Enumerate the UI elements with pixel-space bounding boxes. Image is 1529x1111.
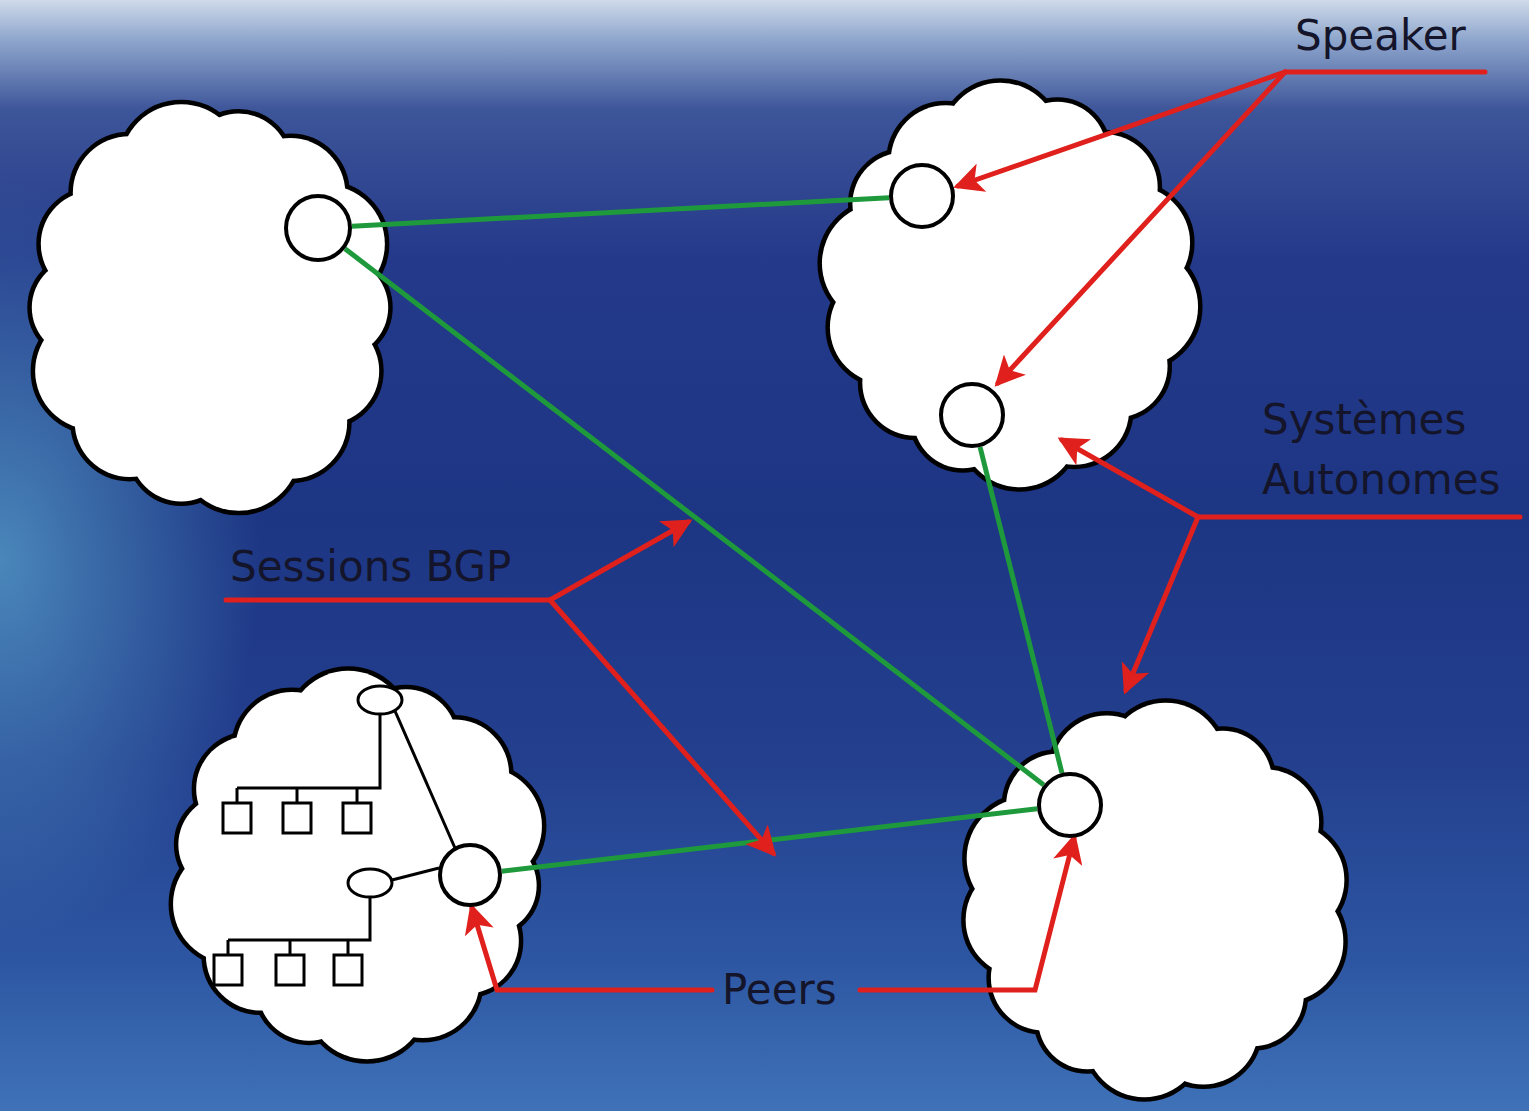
callout-arrow — [1126, 517, 1198, 690]
cloud-bump — [366, 925, 479, 1038]
lan-wire — [228, 897, 370, 955]
autonomous-system-cloud — [815, 75, 1205, 495]
callout-arrow — [958, 72, 1285, 186]
cloud-bump — [268, 185, 385, 302]
callout-arrow — [860, 838, 1074, 990]
callout-label: Systèmes Autonomes — [1262, 390, 1524, 510]
callout-line — [1198, 515, 1520, 520]
bgp-session-line — [352, 198, 889, 226]
host-symbol — [334, 955, 362, 985]
host-symbol — [276, 955, 304, 985]
bgp-session-line — [345, 249, 1044, 785]
cloud-bump — [1086, 980, 1203, 1097]
callout-label: Speaker — [1295, 6, 1466, 66]
lan-wire — [395, 711, 455, 848]
callout-label: Peers — [722, 960, 837, 1020]
cloud-bump — [268, 185, 385, 302]
bgp-speaker-circle — [889, 163, 955, 229]
autonomous-system-cloud — [15, 95, 405, 520]
autonomous-system-cloud — [955, 695, 1355, 1105]
callout-arrow — [998, 72, 1285, 383]
router-symbol — [358, 686, 402, 714]
host-symbol — [214, 955, 242, 985]
router-symbol — [348, 869, 392, 897]
cloud-bump — [1077, 246, 1198, 367]
autonomous-system-cloud — [160, 665, 555, 1065]
cloud-outline — [955, 695, 1355, 1105]
cloud-bump — [366, 925, 479, 1038]
cloud-bump — [852, 153, 954, 255]
host-symbol — [283, 803, 311, 833]
host-symbol — [343, 803, 371, 833]
callout-arrow — [550, 522, 688, 600]
lan-illustration — [214, 686, 455, 985]
lan-wire — [392, 868, 439, 880]
bgp-session-line — [502, 809, 1037, 871]
cloud-outline — [815, 75, 1205, 495]
bgp-speaker-circle — [1037, 772, 1103, 838]
callout-line — [1285, 70, 1485, 75]
callout-arrow — [550, 600, 773, 853]
bgp-speaker-circle — [438, 843, 502, 907]
cloud-bump — [852, 153, 954, 255]
lan-wire — [237, 714, 380, 803]
bgp-speaker-circle — [284, 194, 352, 262]
callout-arrow — [472, 908, 712, 990]
callout-arrow — [1062, 440, 1198, 517]
cloud-bump — [1077, 246, 1198, 367]
cloud-bump — [1086, 980, 1203, 1097]
callout-line — [226, 598, 550, 603]
host-symbol — [223, 803, 251, 833]
bgp-session-line — [980, 447, 1062, 773]
callout-label: Sessions BGP — [230, 537, 511, 597]
cloud-outline — [15, 95, 405, 520]
bgp-speaker-circle — [939, 382, 1005, 448]
